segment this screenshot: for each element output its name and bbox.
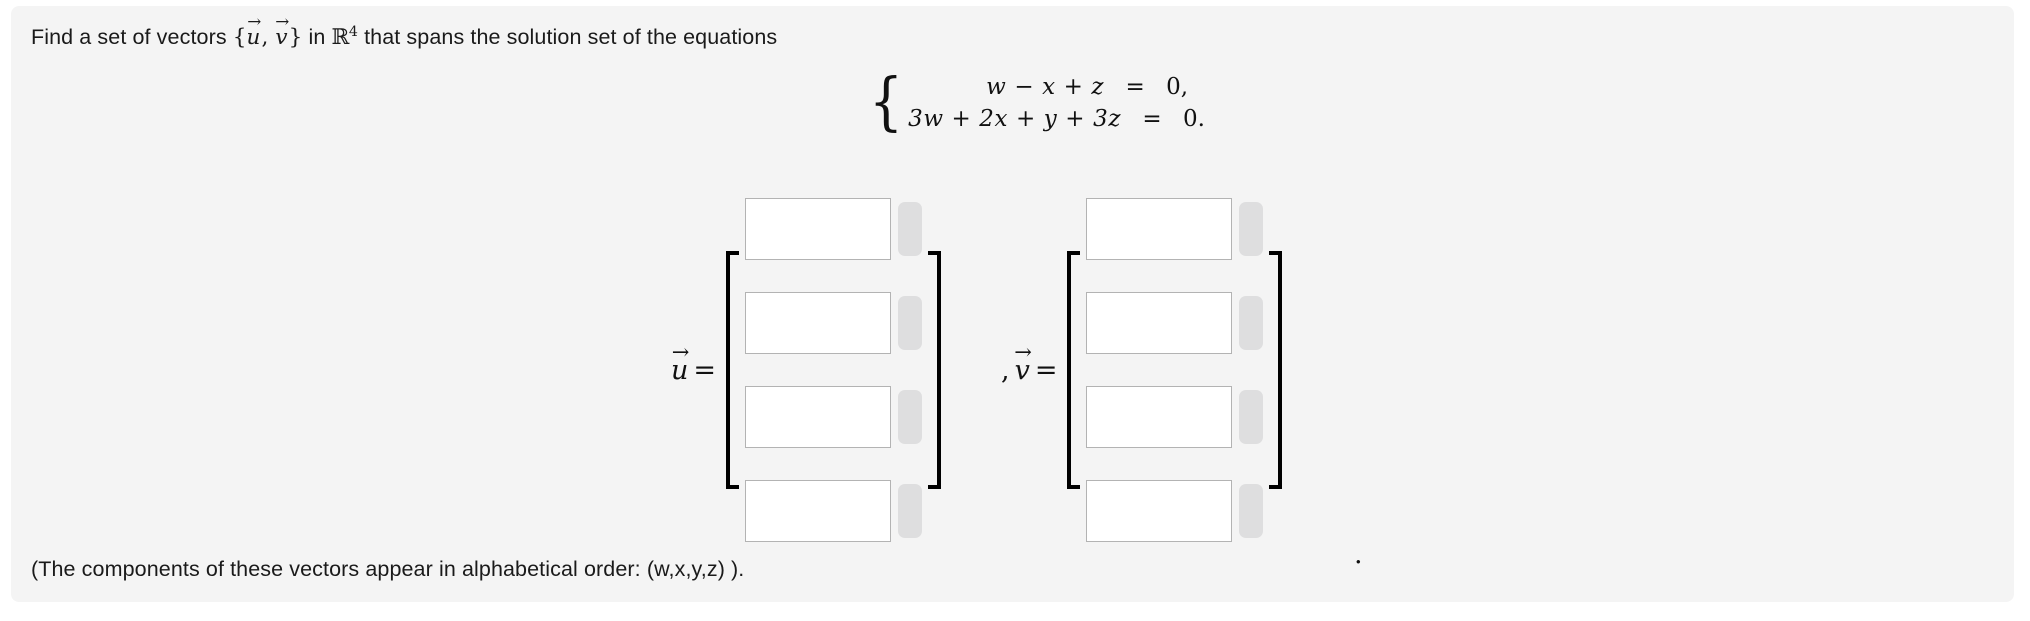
- vector-group-u: →u=: [671, 184, 942, 556]
- vector-u-letter: u: [671, 354, 689, 386]
- field-symbol: ℝ: [331, 25, 350, 50]
- vector-v-symbol: v: [275, 25, 288, 50]
- vector-v-cell-3: [1086, 386, 1264, 448]
- vector-v-cell-2: [1086, 292, 1264, 354]
- math-keyboard-toggle-icon[interactable]: [1239, 202, 1264, 256]
- vector-v-equals: =: [1034, 354, 1058, 386]
- vector-arrow-icon: →: [275, 10, 290, 31]
- vector-u-cell-4: [745, 480, 923, 542]
- math-keyboard-toggle-icon[interactable]: [898, 296, 923, 350]
- vector-arrow-icon: →: [1014, 339, 1032, 365]
- prompt-vector-v: →v: [275, 12, 289, 53]
- component-order-note: (The components of these vectors appear …: [31, 557, 745, 581]
- math-keyboard-toggle-icon[interactable]: [1239, 390, 1264, 444]
- matrix-left-bracket: [726, 251, 740, 489]
- equation-rhs: 0,: [1166, 74, 1189, 100]
- vector-v-cells: [1080, 198, 1269, 542]
- vector-u-equals: =: [693, 354, 717, 386]
- vector-u-matrix: [726, 198, 942, 542]
- vector-v-glyph: →v: [1014, 341, 1032, 386]
- vector-v-matrix: [1067, 198, 1283, 542]
- set-close-brace: }: [288, 25, 303, 50]
- equation-rhs: 0.: [1183, 106, 1205, 132]
- vector-u-cells: [739, 198, 928, 542]
- prompt-vector-u: →u: [246, 12, 262, 53]
- math-keyboard-toggle-icon[interactable]: [898, 202, 923, 256]
- vector-v-cell-1: [1086, 198, 1264, 260]
- vector-arrow-icon: →: [671, 339, 690, 365]
- vector-v-input-4[interactable]: [1086, 480, 1233, 542]
- equation-system: { w − x + z = 0, 3w + 2x + y + 3z = 0.: [866, 65, 1205, 139]
- matrix-left-bracket: [1067, 251, 1081, 489]
- vector-v-letter: v: [1014, 354, 1030, 386]
- problem-card: Find a set of vectors {→u, →v} in ℝ4 tha…: [11, 6, 2014, 602]
- vector-u-cell-3: [745, 386, 923, 448]
- math-keyboard-toggle-icon[interactable]: [1239, 484, 1264, 538]
- vector-answer-area: →u=: [11, 184, 2014, 570]
- vector-u-cell-1: [745, 198, 923, 260]
- vector-u-symbol: u: [246, 25, 261, 50]
- prompt-middle-text: in: [302, 25, 332, 49]
- vector-u-input-2[interactable]: [745, 292, 892, 354]
- equation-lhs: 3w + 2x + y + 3z: [908, 106, 1122, 132]
- set-open-brace: {: [232, 25, 247, 50]
- vector-u-input-3[interactable]: [745, 386, 892, 448]
- vector-arrow-icon: →: [247, 10, 262, 31]
- vector-v-label: ,→v=: [1001, 341, 1058, 386]
- equation-row: 3w + 2x + y + 3z = 0.: [908, 106, 1205, 132]
- system-left-brace: {: [869, 65, 904, 139]
- field-exponent: 4: [348, 23, 359, 40]
- matrix-right-bracket: [928, 251, 942, 489]
- vector-v-cell-4: [1086, 480, 1264, 542]
- equation-relation: =: [1142, 106, 1162, 132]
- vector-group-v: ,→v=: [1001, 184, 1283, 556]
- vector-u-label: →u=: [671, 341, 717, 386]
- vector-u-cell-2: [745, 292, 923, 354]
- vector-u-input-4[interactable]: [745, 480, 892, 542]
- equation-row: w − x + z = 0,: [908, 74, 1205, 100]
- vector-v-input-1[interactable]: [1086, 198, 1233, 260]
- problem-prompt: Find a set of vectors {→u, →v} in ℝ4 tha…: [31, 12, 778, 53]
- math-keyboard-toggle-icon[interactable]: [1239, 296, 1264, 350]
- vector-u-input-1[interactable]: [745, 198, 892, 260]
- math-keyboard-toggle-icon[interactable]: [898, 390, 923, 444]
- math-keyboard-toggle-icon[interactable]: [898, 484, 923, 538]
- vector-u-glyph: →u: [671, 341, 689, 386]
- equation-lhs: w − x + z: [986, 74, 1105, 100]
- vector-separator-comma: ,: [1001, 354, 1010, 386]
- prompt-tail-text: that spans the solution set of the equat…: [358, 25, 778, 49]
- equation-relation: =: [1125, 74, 1145, 100]
- equation-rows: w − x + z = 0, 3w + 2x + y + 3z = 0.: [908, 74, 1205, 132]
- trailing-period: .: [1354, 539, 1363, 570]
- prompt-lead-text: Find a set of vectors: [31, 25, 233, 49]
- vector-v-input-2[interactable]: [1086, 292, 1233, 354]
- set-separator-comma: ,: [261, 25, 276, 50]
- matrix-right-bracket: [1269, 251, 1283, 489]
- vector-v-input-3[interactable]: [1086, 386, 1233, 448]
